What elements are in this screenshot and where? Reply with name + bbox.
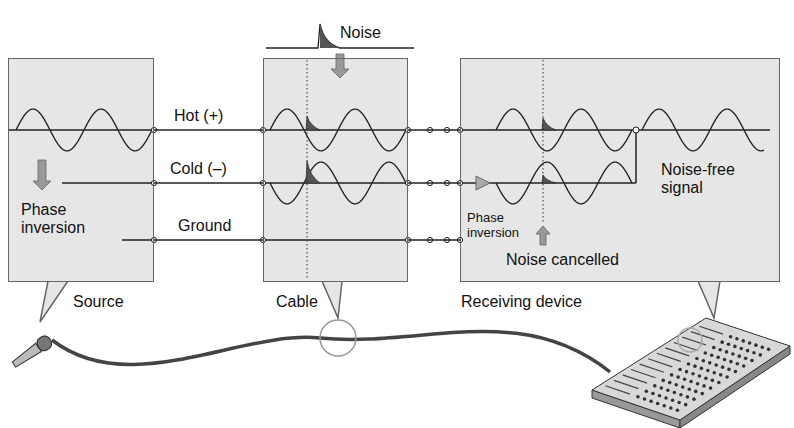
wire	[122, 239, 154, 241]
box-note: Noise-free signal	[661, 161, 753, 198]
audio-cable	[52, 331, 610, 372]
box-note: Phase inversion	[21, 201, 131, 238]
wire	[460, 129, 770, 131]
signal-wire	[408, 129, 460, 131]
callout-tail	[322, 281, 342, 318]
inverter-symbol	[476, 176, 490, 190]
box-heading: Source	[73, 293, 124, 311]
stage-box: Phase inversionNoise cancelled Noise-free…	[460, 58, 780, 282]
noise-pulse	[266, 24, 414, 48]
box-note: Phase inversion	[467, 211, 529, 241]
signal-wire	[154, 129, 263, 131]
noise-spike	[306, 116, 320, 130]
junction	[633, 127, 639, 133]
wire-label: Hot (+)	[172, 107, 225, 125]
noise-spike	[542, 175, 556, 183]
callout-tail	[40, 281, 68, 322]
mixing-console	[592, 318, 790, 428]
stage-box: Phase inversionSource	[8, 58, 154, 282]
box-heading: Receiving device	[461, 293, 582, 311]
signal-wire	[408, 239, 460, 241]
callout-tail	[698, 281, 720, 318]
noise-spike	[542, 118, 556, 130]
box-heading: Cable	[276, 293, 318, 311]
microphone	[10, 334, 54, 371]
block-arrow	[33, 160, 51, 190]
wire	[263, 129, 408, 131]
signal-wire	[408, 182, 460, 184]
sine-wave	[270, 162, 406, 204]
signal-wire	[154, 182, 263, 184]
sine-wave	[642, 109, 764, 151]
box-ground	[263, 58, 408, 282]
signal-label: Noise	[338, 24, 383, 42]
time-marker	[307, 60, 308, 280]
box-note: Noise cancelled	[506, 251, 619, 269]
wire-label: Cold (–)	[168, 160, 229, 178]
magnifier-circle	[320, 320, 356, 356]
wire	[8, 129, 154, 131]
sine-wave	[496, 162, 632, 204]
noise-pulse-fill	[320, 24, 340, 48]
wire	[263, 239, 408, 241]
box-ground	[8, 58, 154, 282]
stage-box: Cable	[263, 58, 408, 282]
sine-wave	[496, 109, 632, 151]
sine-wave	[16, 109, 152, 151]
noise-spike	[306, 161, 320, 183]
wire	[635, 130, 637, 183]
wire	[62, 182, 154, 184]
wire	[263, 182, 408, 184]
time-marker	[543, 60, 544, 222]
box-ground	[460, 58, 780, 282]
wire-label: Ground	[176, 217, 233, 235]
signal-wire	[154, 239, 263, 241]
block-arrow	[536, 226, 550, 245]
sine-wave	[270, 109, 406, 151]
